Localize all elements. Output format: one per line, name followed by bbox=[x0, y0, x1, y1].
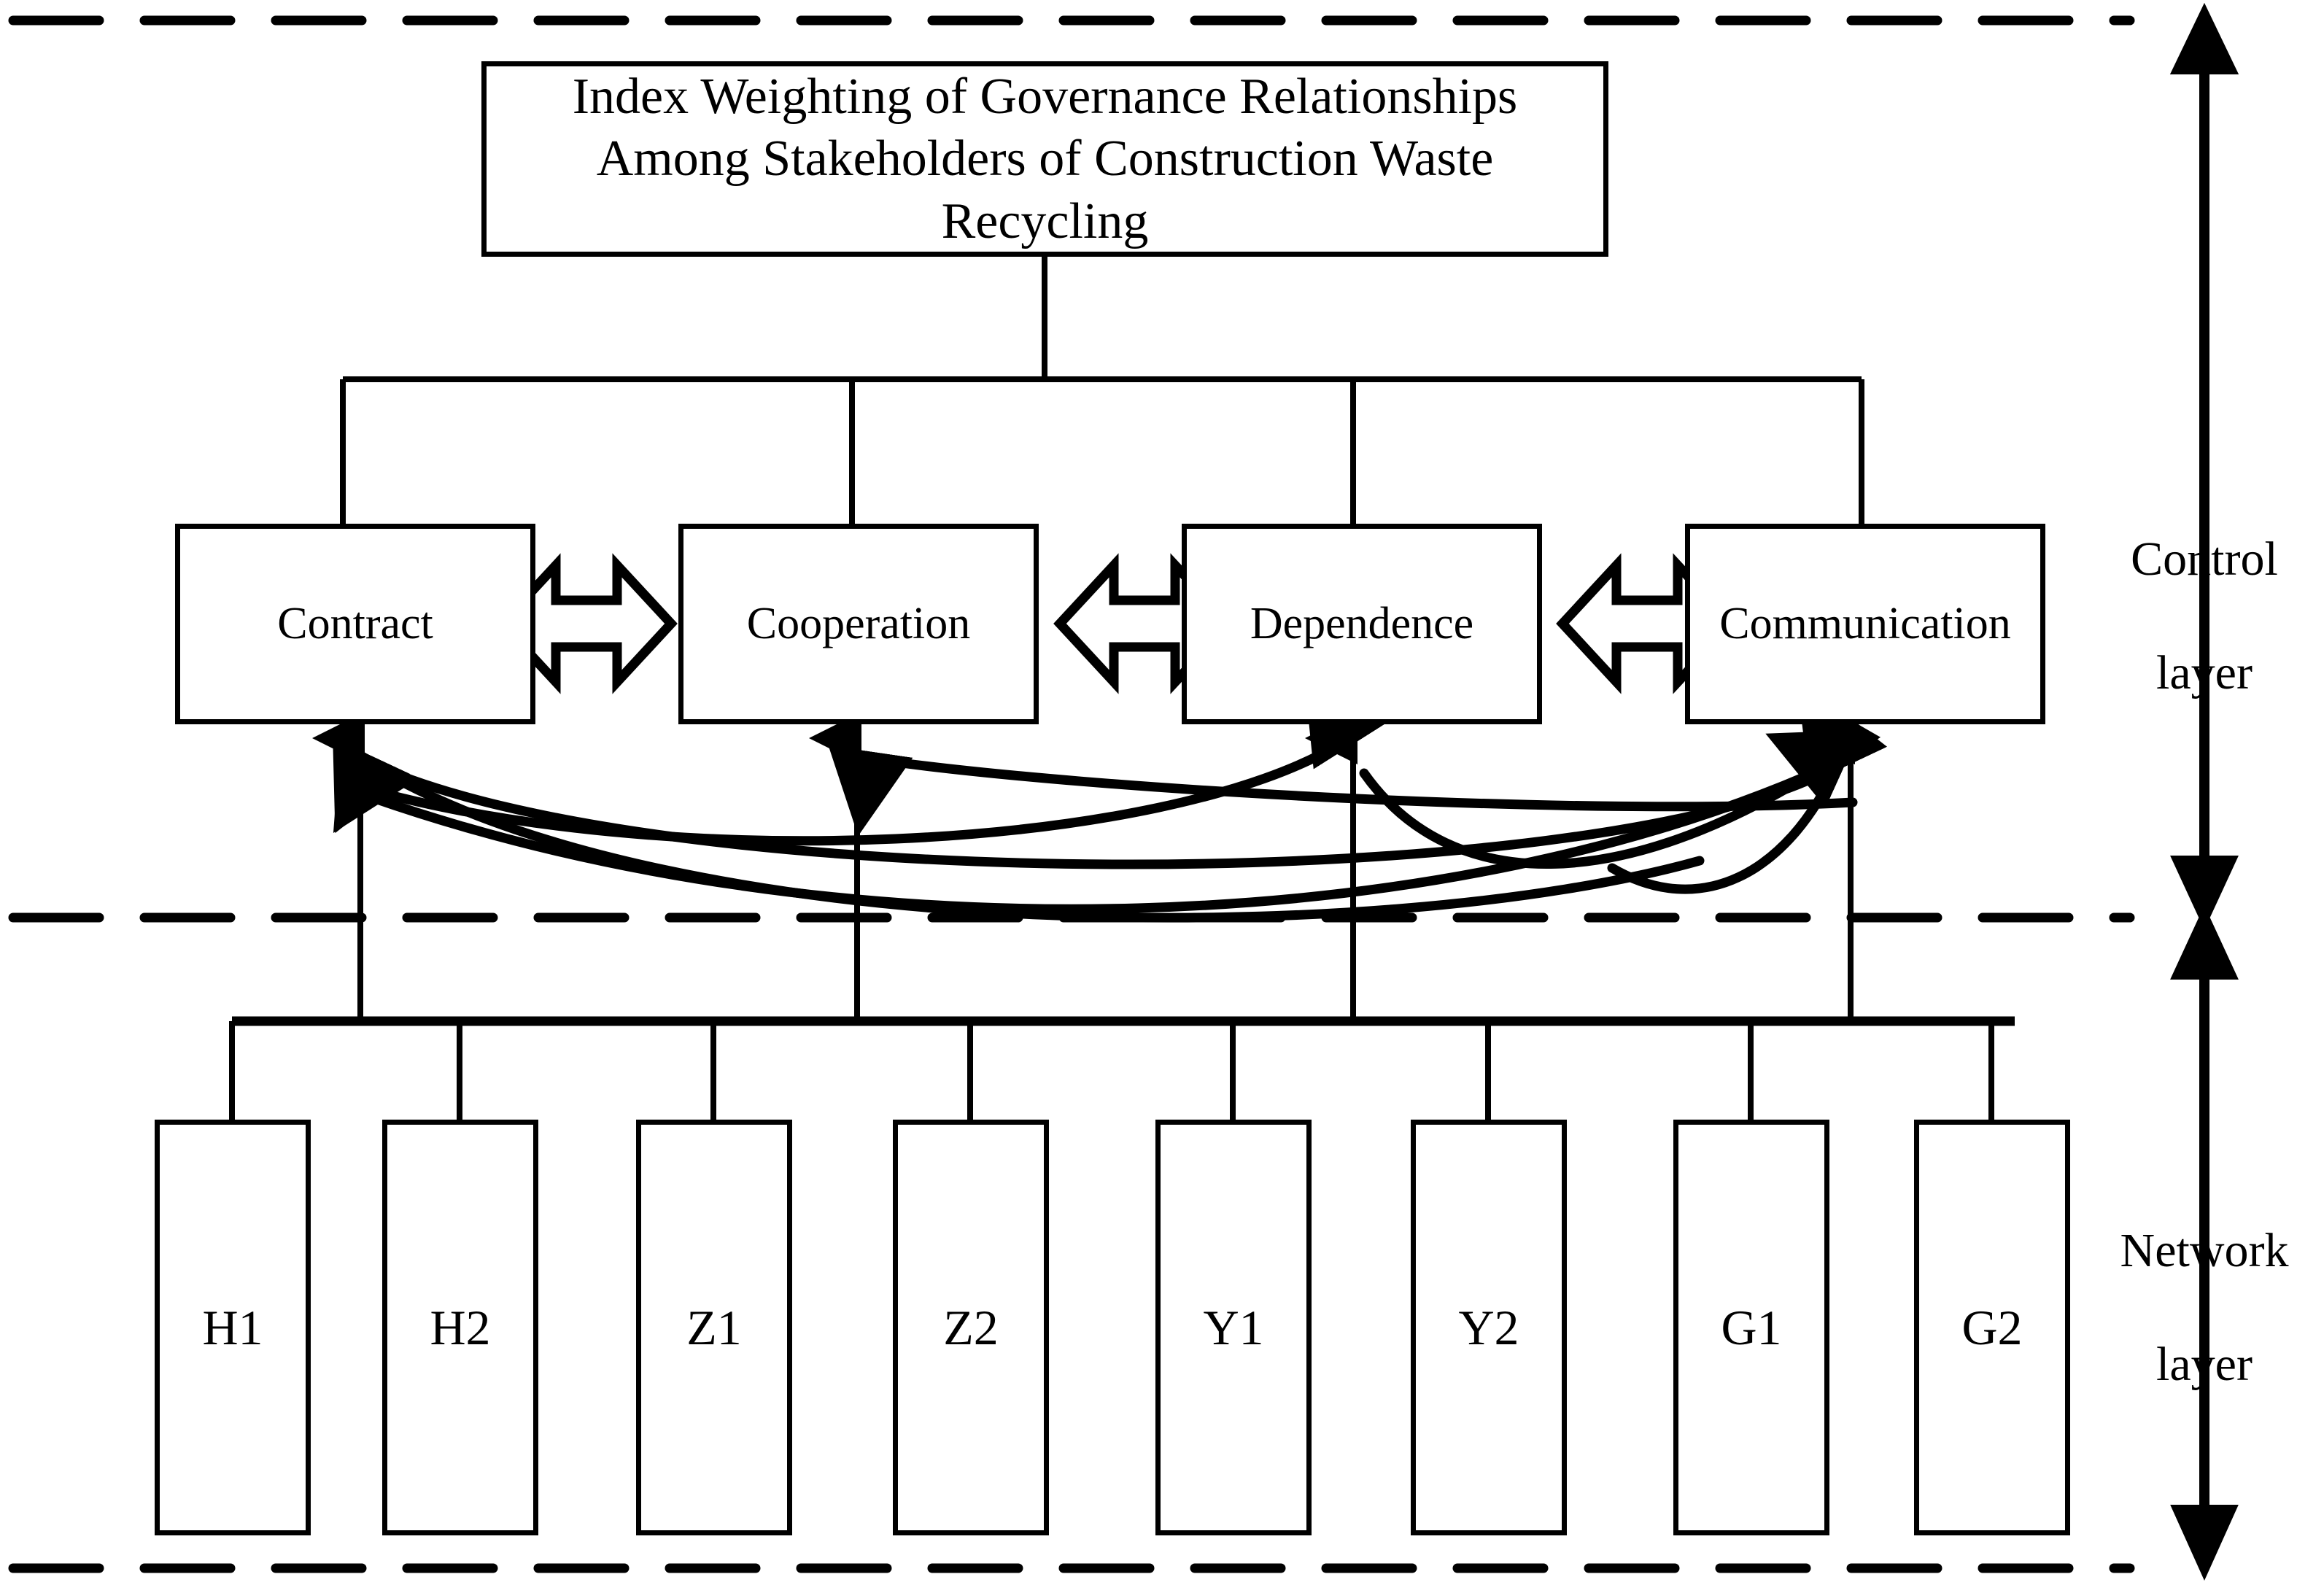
network-box-h2[interactable]: H2 bbox=[382, 1120, 538, 1535]
goal-label-line1: Index Weighting of Governance Relationsh… bbox=[572, 68, 1518, 125]
network-label-g1: G1 bbox=[1721, 1299, 1782, 1355]
feedback-arc-to-contract-2 bbox=[333, 737, 1705, 923]
double-arrow-dependence-communication bbox=[1556, 553, 1738, 694]
network-label-g2: G2 bbox=[1961, 1299, 2023, 1355]
feedback-arc-to-cooperation bbox=[828, 745, 1858, 837]
network-layer-label-line2: layer bbox=[2156, 1337, 2253, 1391]
control-span-arrow-up bbox=[2169, 2, 2239, 74]
network-span-arrow-up bbox=[2170, 905, 2239, 980]
criteria-interdependence-arrows bbox=[495, 553, 1738, 694]
feedback-arc-to-communication-1 bbox=[1359, 689, 1881, 869]
criterion-label-cooperation: Cooperation bbox=[746, 599, 971, 648]
control-layer-label-line2: layer bbox=[2156, 646, 2253, 699]
network-layer-connector bbox=[229, 1016, 2015, 1120]
feedback-arc-to-communication-3 bbox=[1607, 729, 1862, 894]
network-box-y1[interactable]: Y1 bbox=[1155, 1120, 1312, 1535]
goal-label-line3: Recycling bbox=[941, 193, 1149, 249]
network-box-g2[interactable]: G2 bbox=[1914, 1120, 2070, 1535]
network-label-z1: Z1 bbox=[686, 1299, 742, 1355]
feedback-arc-to-communication-2 bbox=[360, 687, 1888, 914]
network-label-h2: H2 bbox=[430, 1299, 491, 1355]
network-label-y1: Y1 bbox=[1203, 1299, 1264, 1355]
network-box-y2[interactable]: Y2 bbox=[1411, 1120, 1567, 1535]
network-box-z2[interactable]: Z2 bbox=[893, 1120, 1049, 1535]
double-arrow-cooperation-dependence bbox=[1053, 553, 1236, 694]
goal-label-line2: Among Stakeholders of Construction Waste bbox=[596, 131, 1494, 187]
network-layer-label-line1: Network bbox=[2120, 1223, 2289, 1277]
network-layer-label: Network layer bbox=[2095, 1166, 2314, 1393]
network-span-arrow-down bbox=[2170, 1505, 2239, 1581]
criterion-box-cooperation[interactable]: Cooperation bbox=[678, 524, 1039, 724]
feedback-arc-to-dependence bbox=[345, 674, 1386, 846]
criterion-box-dependence[interactable]: Dependence bbox=[1182, 524, 1542, 724]
network-label-z2: Z2 bbox=[943, 1299, 999, 1355]
feedback-arcs bbox=[333, 674, 1888, 923]
criterion-label-contract: Contract bbox=[277, 599, 433, 648]
criterion-label-dependence: Dependence bbox=[1250, 599, 1474, 648]
network-box-h1[interactable]: H1 bbox=[155, 1120, 311, 1535]
double-arrow-contract-cooperation bbox=[495, 553, 678, 694]
goal-to-criteria-connector bbox=[340, 257, 1864, 524]
control-layer-label-line1: Control bbox=[2131, 532, 2278, 586]
network-label-y2: Y2 bbox=[1458, 1299, 1519, 1355]
goal-box[interactable]: Index Weighting of Governance Relationsh… bbox=[481, 61, 1608, 257]
criterion-box-communication[interactable]: Communication bbox=[1685, 524, 2045, 724]
control-layer-label: Control layer bbox=[2095, 474, 2314, 702]
control-span-arrow-down bbox=[2170, 856, 2239, 930]
criterion-label-communication: Communication bbox=[1719, 599, 2011, 648]
network-label-h1: H1 bbox=[202, 1299, 263, 1355]
criterion-box-contract[interactable]: Contract bbox=[175, 524, 535, 724]
layer-span-axis bbox=[2169, 2, 2239, 1581]
network-box-z1[interactable]: Z1 bbox=[636, 1120, 792, 1535]
network-box-g1[interactable]: G1 bbox=[1673, 1120, 1829, 1535]
goal-label: Index Weighting of Governance Relationsh… bbox=[573, 66, 1518, 252]
